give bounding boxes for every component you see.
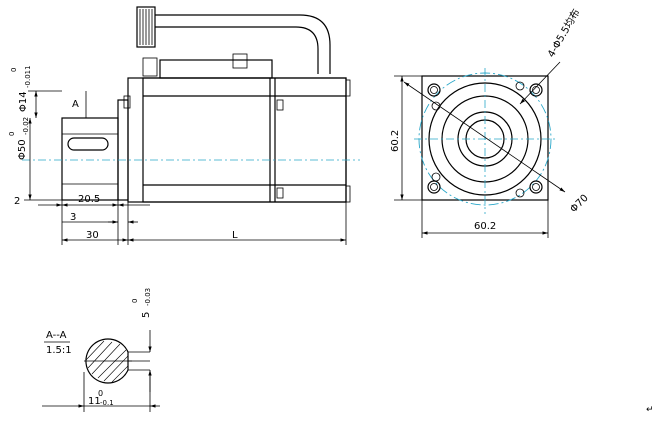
dim-key-tol-upper: 0 (131, 299, 139, 303)
dim-shaft-height: 11 (88, 396, 101, 407)
mount-hole-br (529, 180, 543, 194)
dim-shaft-tol-upper: 0 (10, 68, 18, 72)
dim-key-depth: 5 (141, 312, 152, 318)
dim-pilot-tol-lower: -0.02 (22, 117, 30, 135)
mount-hole-tl (427, 83, 441, 97)
flange-and-shaft (22, 99, 360, 201)
dim-shaft-tol-lower: -0.011 (24, 65, 32, 88)
return-mark: ↵ (646, 405, 654, 415)
shaft-section (84, 338, 150, 384)
dim-flange-step: 2 (14, 196, 20, 207)
dim-height-tol-upper: 0 (98, 389, 103, 398)
dim-body-length: L (232, 230, 238, 241)
motor-body (123, 77, 351, 203)
dim-pilot-diameter: Φ50 (17, 139, 28, 160)
mount-hole-tr (529, 83, 543, 97)
dim-front-height: 60.2 (390, 130, 401, 152)
dim-pcd: Φ70 (568, 193, 590, 215)
section-view: A--A 1.5:1 5 0 -0.03 0 11 -0.1 (42, 288, 160, 412)
dim-flange-thickness: 3 (70, 212, 76, 223)
dim-pilot-tol-upper: 0 (8, 132, 16, 136)
section-label: A--A (46, 330, 67, 341)
dim-key-tol-lower: -0.03 (144, 288, 152, 306)
side-view: Φ14 0 -0.011 Φ50 0 -0.02 A 20.5 2 3 30 L (8, 6, 360, 245)
dim-key-length: 20.5 (78, 194, 100, 205)
dim-hole-pattern: 4-Φ5.5均布 (545, 7, 582, 60)
dim-front-width: 60.2 (474, 221, 496, 232)
dim-shaft-length: 30 (86, 230, 99, 241)
section-marker-a: A (72, 99, 79, 110)
dim-height-tol-lower: -0.1 (100, 399, 114, 407)
dim-shaft-diameter: Φ14 (18, 91, 29, 112)
cable-connector (136, 6, 331, 79)
section-scale: 1.5:1 (46, 345, 72, 356)
side-dimensions (24, 90, 347, 245)
mount-hole-bl (427, 180, 441, 194)
front-view: 4-Φ5.5均布 60.2 60.2 Φ70 (390, 7, 591, 238)
